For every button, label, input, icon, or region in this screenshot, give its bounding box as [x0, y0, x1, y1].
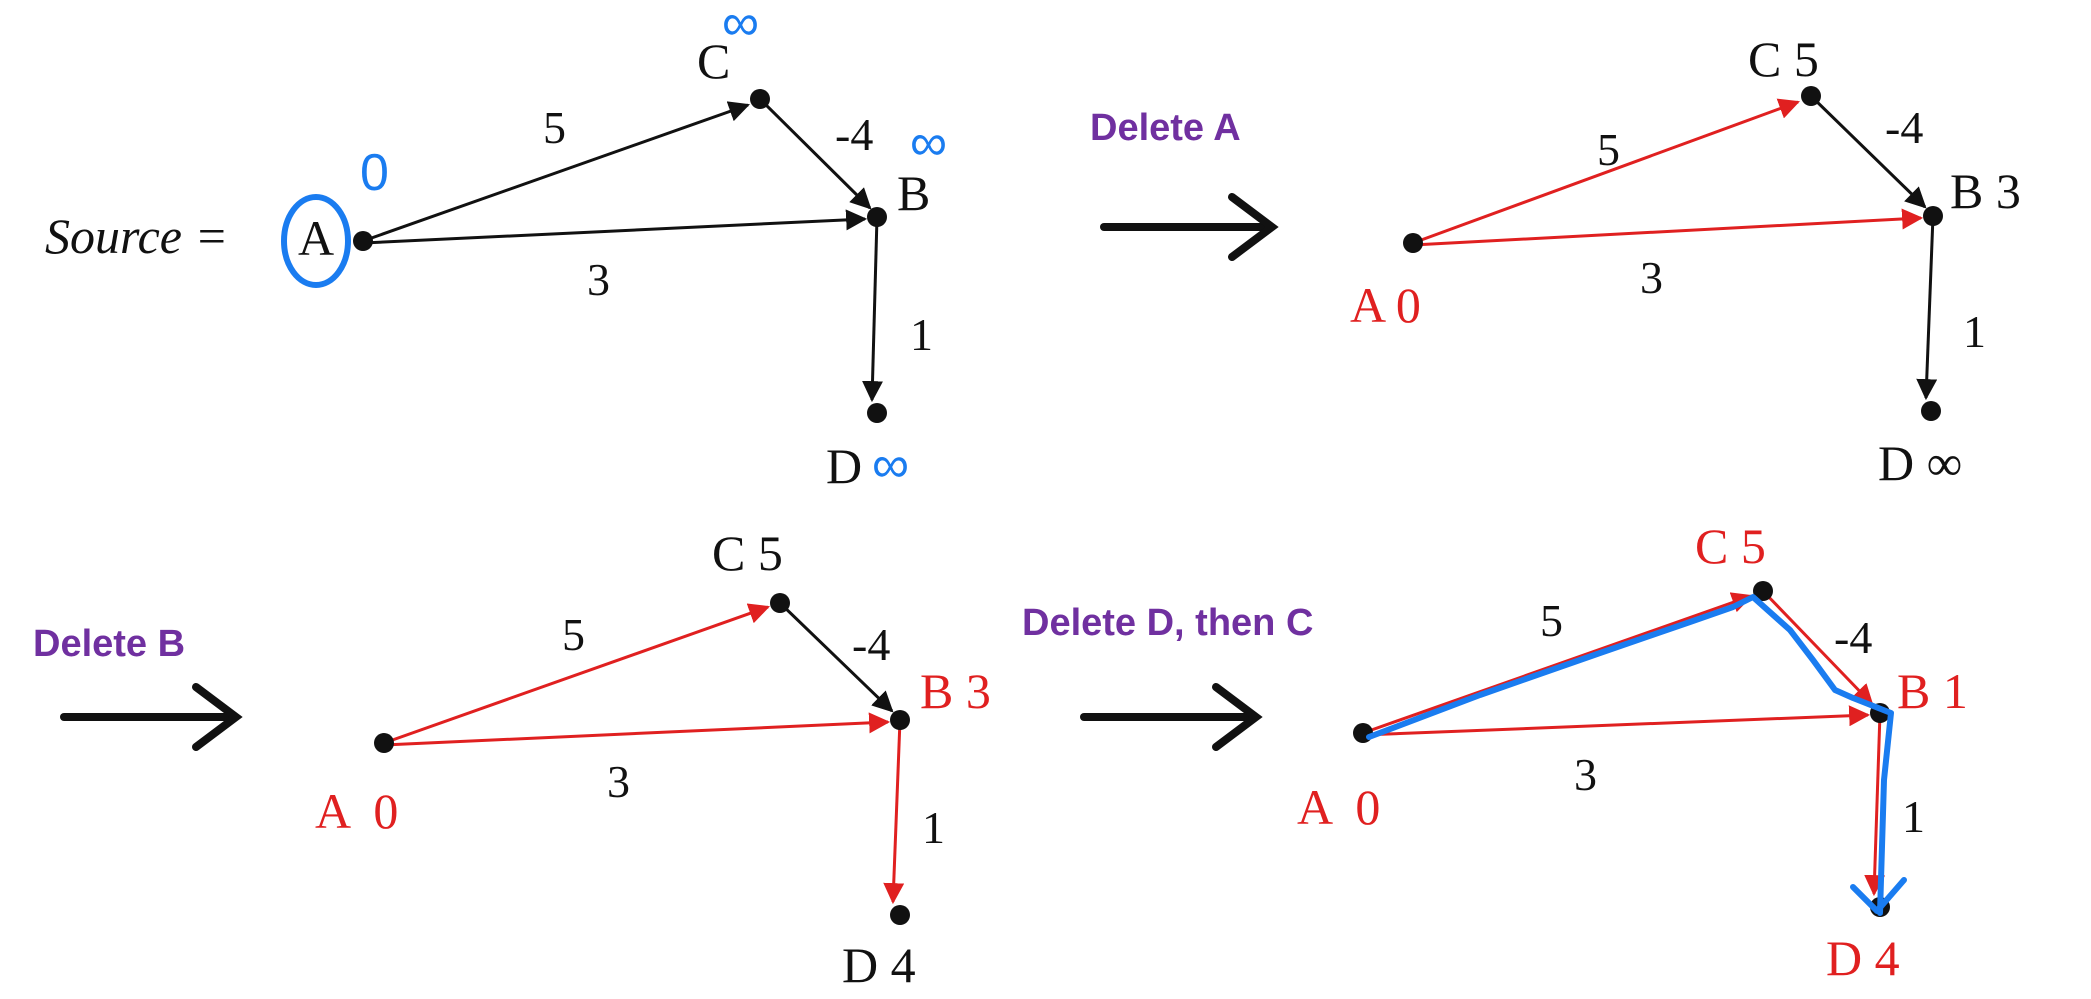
- edge-a-b: [362, 209, 868, 245]
- node-d: [867, 403, 887, 423]
- label-a: A 0: [1297, 779, 1380, 835]
- label-d: D: [826, 438, 862, 494]
- source-label: Source =: [45, 208, 228, 264]
- edge-b-d: [1864, 712, 1886, 897]
- handwritten-shortest-path: [1366, 594, 1894, 916]
- edge-b-d: [862, 216, 884, 403]
- panel-final: C 5 B 1 A 0 D 4 5 -4 3 1: [1297, 518, 1968, 986]
- weight-a-b: 3: [1640, 252, 1663, 303]
- node-c: [1801, 86, 1821, 106]
- edge-b-d: [883, 719, 905, 905]
- edge-b-d: [1916, 215, 1938, 401]
- node-d: [1921, 401, 1941, 421]
- label-c: C 5: [712, 525, 783, 581]
- arrow-icon: [1100, 193, 1279, 261]
- step-label-delete-d-then-c: Delete D, then C: [1022, 602, 1313, 644]
- node-c: [750, 89, 770, 109]
- weight-b-d: 1: [910, 309, 933, 360]
- label-d: D 4: [1826, 930, 1900, 986]
- node-c: [770, 593, 790, 613]
- edge-a-c: [1412, 98, 1800, 245]
- weight-a-c: 5: [1540, 595, 1563, 646]
- weight-c-b: -4: [835, 109, 873, 160]
- label-d: D 4: [842, 937, 916, 993]
- label-c: C 5: [1695, 518, 1766, 574]
- edge-a-c: [1362, 592, 1753, 735]
- label-a: A 0: [315, 783, 398, 839]
- weight-a-b: 3: [587, 254, 610, 305]
- edge-a-c: [362, 101, 750, 243]
- handwritten-dist-a: 0: [360, 144, 389, 202]
- edge-c-b: [778, 601, 894, 713]
- panel-after-delete-b: C 5 B 3 A 0 D 4 5 -4 3 1: [315, 525, 991, 993]
- weight-b-d: 1: [1963, 306, 1986, 357]
- node-a: [1403, 233, 1423, 253]
- weight-a-c: 5: [1597, 124, 1620, 175]
- node-a: [353, 231, 373, 251]
- handwritten-dist-d: ∞: [872, 436, 909, 494]
- edge-a-b: [1412, 208, 1924, 247]
- node-b: [1923, 206, 1943, 226]
- label-c: C: [697, 33, 730, 89]
- node-b: [890, 710, 910, 730]
- weight-a-b: 3: [1574, 749, 1597, 800]
- arrow-icon: [1080, 683, 1263, 751]
- node-a: [374, 733, 394, 753]
- edge-c-b: [1809, 94, 1927, 209]
- edge-c-b: [1761, 589, 1874, 706]
- label-b: B: [897, 165, 930, 221]
- label-b: B 3: [920, 663, 991, 719]
- weight-b-d: 1: [1902, 791, 1925, 842]
- node-b: [867, 207, 887, 227]
- handwritten-dist-c: ∞: [722, 0, 759, 52]
- weight-c-b: -4: [1885, 102, 1923, 153]
- weight-a-b: 3: [607, 756, 630, 807]
- panel-after-delete-a: C 5 B 3 A 0 D ∞ 5 -4 3 1: [1350, 31, 2021, 491]
- edge-a-b: [1362, 705, 1871, 737]
- label-a: A 0: [1350, 277, 1421, 333]
- weight-a-c: 5: [562, 609, 585, 660]
- step-label-delete-a: Delete A: [1090, 107, 1241, 149]
- edge-c-b: [758, 97, 872, 210]
- node-c: [1753, 581, 1773, 601]
- weight-c-b: -4: [1834, 612, 1872, 663]
- label-c: C 5: [1748, 31, 1819, 87]
- label-a: A: [298, 210, 334, 266]
- step-label-delete-b: Delete B: [33, 623, 185, 665]
- weight-c-b: -4: [852, 619, 890, 670]
- handwritten-circle-source: [281, 194, 351, 288]
- label-d: D ∞: [1878, 435, 1962, 491]
- panel-initial: Source = A C B D 5 -4 3 1 0 ∞ ∞ ∞: [45, 0, 947, 494]
- weight-b-d: 1: [922, 802, 945, 853]
- handwritten-arrowhead: [1850, 877, 1907, 914]
- label-b: B 1: [1897, 663, 1968, 719]
- node-a: [1353, 723, 1373, 743]
- label-b: B 3: [1950, 163, 2021, 219]
- weight-a-c: 5: [543, 102, 566, 153]
- arrow-icon: [60, 683, 243, 751]
- node-d: [890, 905, 910, 925]
- edge-a-b: [383, 712, 891, 747]
- handwritten-dist-b: ∞: [910, 114, 947, 172]
- edge-a-c: [383, 603, 770, 745]
